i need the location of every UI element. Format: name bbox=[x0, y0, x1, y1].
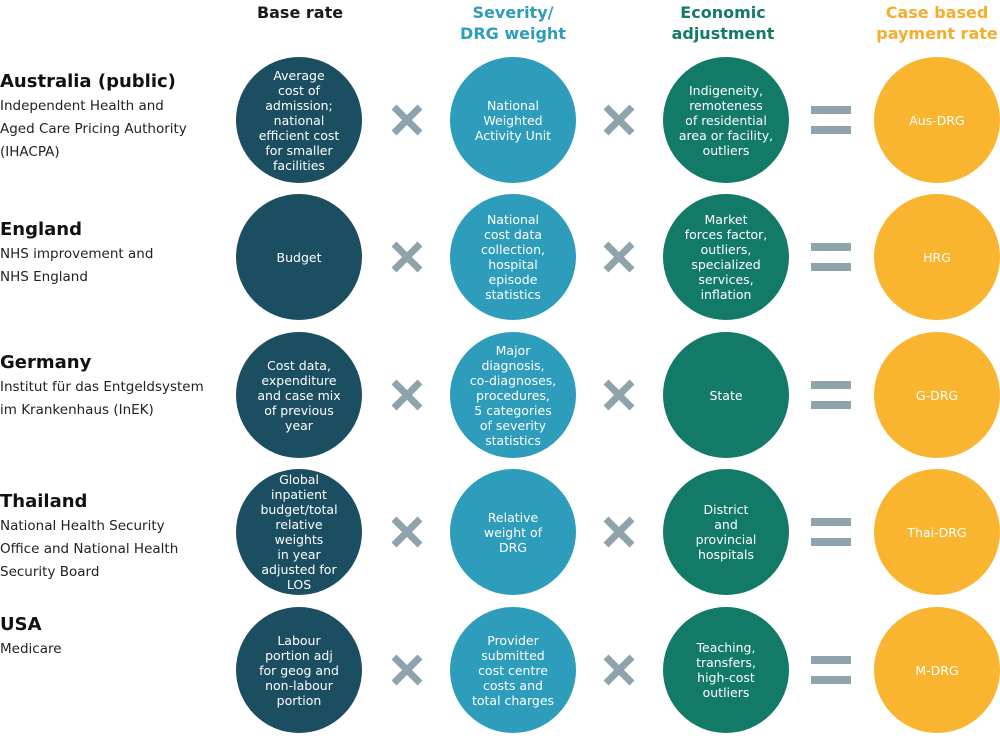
multiply-icon bbox=[389, 652, 425, 688]
country-name: Thailand bbox=[0, 491, 88, 512]
severity-circle: National cost data collection, hospital … bbox=[450, 194, 576, 320]
country-name: Australia (public) bbox=[0, 71, 176, 92]
country-block: Germany Institut für das Entgeldsystem i… bbox=[0, 351, 222, 422]
country-agency: National Health Security Office and Nati… bbox=[0, 518, 179, 580]
country-row: England NHS improvement and NHS England … bbox=[0, 194, 1000, 334]
header-case-based-payment-rate: Case based payment rate bbox=[876, 3, 998, 43]
base-rate-circle: Budget bbox=[236, 194, 362, 320]
country-agency: Institut für das Entgeldsystem im Kranke… bbox=[0, 379, 204, 418]
country-agency: Medicare bbox=[0, 641, 62, 657]
country-name: USA bbox=[0, 614, 42, 635]
severity-text: Relative weight of DRG bbox=[483, 509, 543, 555]
country-block: Australia (public) Independent Health an… bbox=[0, 70, 222, 164]
multiply-icon bbox=[601, 377, 637, 413]
country-name: England bbox=[0, 219, 83, 240]
base-rate-text: Labour portion adj for geog and non-labo… bbox=[259, 632, 339, 708]
severity-circle: National Weighted Activity Unit bbox=[450, 57, 576, 183]
base-rate-circle: Global inpatient budget/total relative w… bbox=[236, 469, 362, 595]
country-block: England NHS improvement and NHS England bbox=[0, 218, 222, 289]
equals-icon bbox=[811, 516, 851, 548]
economic-adjustment-text: District and provincial hospitals bbox=[695, 502, 757, 562]
severity-text: Major diagnosis, co-diagnoses, procedure… bbox=[469, 342, 557, 448]
country-agency: Independent Health and Aged Care Pricing… bbox=[0, 98, 187, 160]
base-rate-text: Cost data, expenditure and case mix of p… bbox=[257, 357, 341, 433]
economic-adjustment-text: Teaching, transfers, high-cost outliers bbox=[696, 640, 756, 700]
equals-icon bbox=[811, 241, 851, 273]
equals-icon bbox=[811, 379, 851, 411]
economic-adjustment-circle: Teaching, transfers, high-cost outliers bbox=[663, 607, 789, 733]
economic-adjustment-circle: State bbox=[663, 332, 789, 458]
economic-adjustment-text: Market forces factor, outliers, speciali… bbox=[684, 212, 768, 302]
payment-rate-text: G-DRG bbox=[915, 387, 959, 403]
header-severity-drg-weight: Severity/ DRG weight bbox=[460, 3, 566, 43]
base-rate-circle: Cost data, expenditure and case mix of p… bbox=[236, 332, 362, 458]
country-block: USA Medicare bbox=[0, 613, 222, 661]
base-rate-text: Budget bbox=[276, 249, 322, 265]
payment-rate-circle: Aus-DRG bbox=[874, 57, 1000, 183]
base-rate-circle: Labour portion adj for geog and non-labo… bbox=[236, 607, 362, 733]
header-economic-adjustment: Economic adjustment bbox=[671, 3, 775, 43]
severity-text: National Weighted Activity Unit bbox=[474, 97, 552, 143]
severity-circle: Relative weight of DRG bbox=[450, 469, 576, 595]
multiply-icon bbox=[601, 239, 637, 275]
multiply-icon bbox=[389, 102, 425, 138]
severity-text: Provider submitted cost centre costs and… bbox=[471, 632, 555, 708]
payment-rate-text: Thai-DRG bbox=[907, 524, 967, 540]
payment-rate-circle: Thai-DRG bbox=[874, 469, 1000, 595]
country-row: Australia (public) Independent Health an… bbox=[0, 57, 1000, 197]
base-rate-text: Global inpatient budget/total relative w… bbox=[260, 472, 338, 592]
economic-adjustment-text: State bbox=[709, 387, 743, 403]
country-row: USA Medicare Labour portion adj for geog… bbox=[0, 607, 1000, 747]
economic-adjustment-text: Indigeneity, remoteness of residential a… bbox=[678, 82, 774, 158]
country-agency: NHS improvement and NHS England bbox=[0, 246, 154, 285]
base-rate-text: Average cost of admission; national effi… bbox=[258, 67, 340, 173]
payment-rate-circle: HRG bbox=[874, 194, 1000, 320]
equals-icon bbox=[811, 104, 851, 136]
economic-adjustment-circle: Indigeneity, remoteness of residential a… bbox=[663, 57, 789, 183]
severity-circle: Provider submitted cost centre costs and… bbox=[450, 607, 576, 733]
payment-rate-text: Aus-DRG bbox=[909, 112, 965, 128]
multiply-icon bbox=[389, 239, 425, 275]
equals-icon bbox=[811, 654, 851, 686]
economic-adjustment-circle: Market forces factor, outliers, speciali… bbox=[663, 194, 789, 320]
payment-rate-circle: M-DRG bbox=[874, 607, 1000, 733]
country-block: Thailand National Health Security Office… bbox=[0, 490, 222, 584]
multiply-icon bbox=[601, 652, 637, 688]
country-row: Thailand National Health Security Office… bbox=[0, 469, 1000, 609]
payment-rate-text: HRG bbox=[923, 249, 951, 265]
payment-rate-text: M-DRG bbox=[915, 662, 959, 678]
economic-adjustment-circle: District and provincial hospitals bbox=[663, 469, 789, 595]
payment-rate-circle: G-DRG bbox=[874, 332, 1000, 458]
multiply-icon bbox=[389, 377, 425, 413]
multiply-icon bbox=[389, 514, 425, 550]
multiply-icon bbox=[601, 102, 637, 138]
base-rate-circle: Average cost of admission; national effi… bbox=[236, 57, 362, 183]
country-name: Germany bbox=[0, 352, 92, 373]
severity-circle: Major diagnosis, co-diagnoses, procedure… bbox=[450, 332, 576, 458]
multiply-icon bbox=[601, 514, 637, 550]
severity-text: National cost data collection, hospital … bbox=[481, 212, 545, 302]
header-base-rate: Base rate bbox=[256, 3, 344, 22]
country-row: Germany Institut für das Entgeldsystem i… bbox=[0, 332, 1000, 472]
